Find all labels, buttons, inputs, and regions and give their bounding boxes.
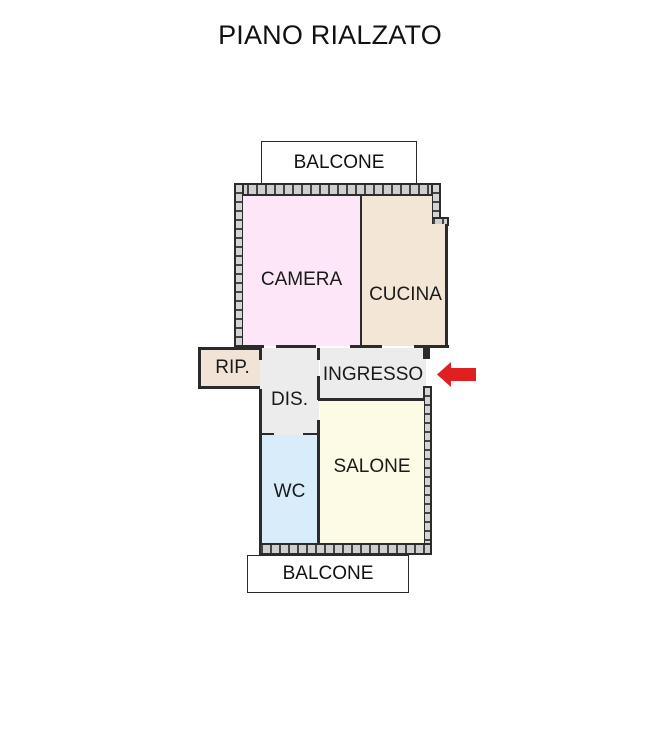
- dis-label: DIS.: [271, 388, 308, 410]
- room-ingresso: INGRESSO: [320, 348, 426, 399]
- arrow-left-icon: [437, 362, 476, 387]
- room-dis: DIS.: [260, 348, 319, 435]
- mid-wall-1: [234, 345, 264, 348]
- floor-plan-title: PIANO RIALZATO: [218, 20, 442, 50]
- dis-right-wall-mid: [317, 376, 320, 400]
- dis-right-wall-low: [317, 420, 320, 544]
- room-cucina-lower: CUCINA: [362, 224, 448, 346]
- dis-right-wall-top: [317, 348, 320, 360]
- balcone-bottom: BALCONE: [247, 555, 409, 593]
- dis-left-wall: [259, 389, 262, 549]
- rip-label: RIP.: [215, 357, 250, 378]
- camera-label: CAMERA: [260, 269, 343, 290]
- mid-wall-3: [350, 345, 382, 348]
- balcone-top-label: BALCONE: [293, 152, 385, 173]
- room-salone: SALONE: [320, 401, 424, 545]
- mid-wall-4: [414, 345, 449, 348]
- wc-label: WC: [273, 481, 306, 502]
- dis-left-wall-top: [259, 348, 262, 360]
- wc-door-wall-right: [303, 433, 319, 435]
- right-exterior-wall: [423, 386, 432, 552]
- top-exterior-wall: [236, 183, 436, 196]
- ingresso-label: INGRESSO: [322, 363, 424, 385]
- room-wc: WC: [262, 435, 317, 545]
- entry-arrow: [437, 362, 477, 387]
- bottom-exterior-wall: [259, 543, 432, 555]
- wc-door-wall-left: [260, 433, 274, 435]
- balcone-bottom-label: BALCONE: [282, 563, 374, 584]
- salone-label: SALONE: [333, 456, 411, 477]
- cucina-label: CUCINA: [369, 284, 442, 305]
- room-camera: CAMERA: [243, 196, 362, 346]
- ingresso-salone-wall: [318, 398, 426, 401]
- mid-wall-2: [276, 345, 316, 348]
- entry-wall-top: [423, 345, 430, 359]
- room-rip: RIP.: [198, 347, 260, 389]
- balcone-top: BALCONE: [261, 141, 417, 185]
